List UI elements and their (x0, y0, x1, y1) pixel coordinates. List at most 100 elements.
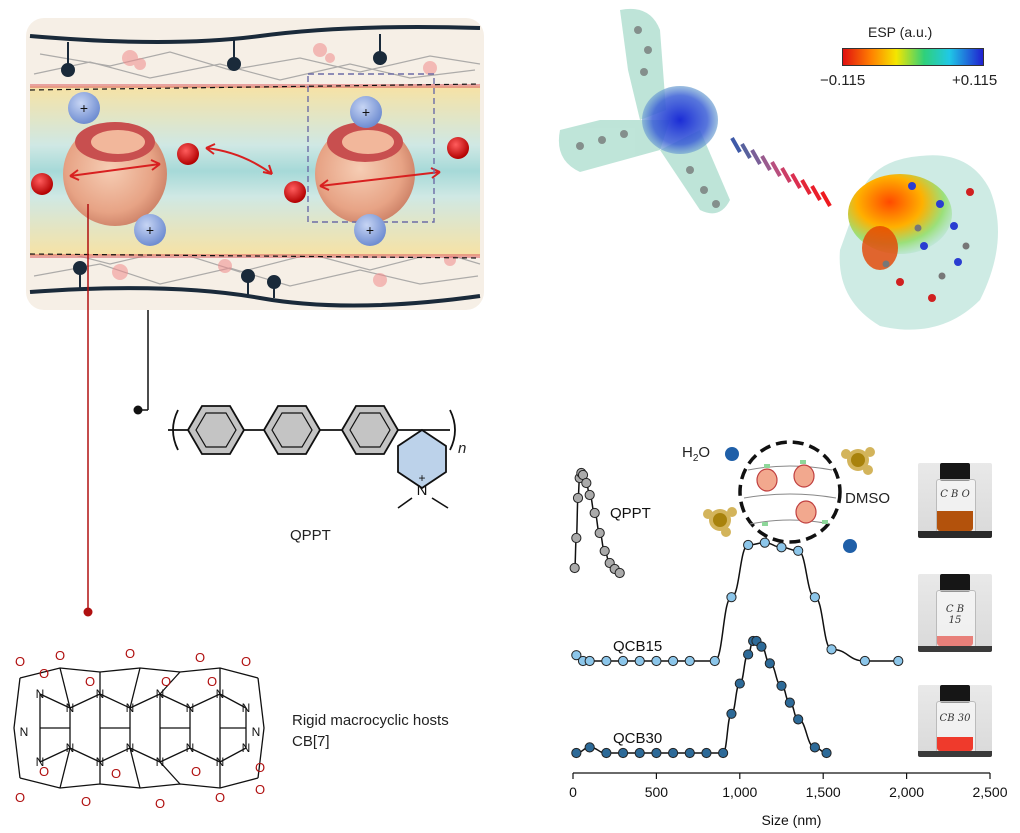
vial-cap (940, 685, 970, 703)
svg-text:N: N (252, 725, 261, 739)
svg-text:+: + (146, 222, 154, 238)
data-point (743, 539, 754, 551)
data-point (581, 477, 592, 489)
svg-text:O: O (125, 648, 135, 661)
svg-text:+: + (80, 100, 88, 116)
data-point (793, 545, 804, 556)
data-point (589, 507, 600, 519)
data-point (594, 527, 605, 539)
data-point (809, 592, 820, 603)
data-point (651, 747, 662, 759)
svg-text:N: N (66, 701, 75, 715)
vial-tag: C B O (940, 489, 970, 500)
vial-qppt: C B O (918, 463, 992, 538)
svg-text:N: N (36, 687, 45, 701)
vial-liquid (937, 511, 973, 531)
data-point (667, 655, 679, 667)
data-point (571, 650, 582, 661)
svg-text:O: O (111, 766, 121, 781)
svg-text:O: O (195, 650, 205, 665)
svg-text:O: O (207, 674, 217, 689)
x-tick-label: 2,500 (972, 784, 1007, 800)
data-point (651, 655, 662, 667)
water-label-o: O (698, 444, 711, 461)
svg-text:O: O (241, 654, 251, 669)
data-point (601, 747, 612, 759)
vial-cap (940, 463, 970, 481)
data-point (726, 708, 737, 719)
vial-tag: C B 15 (945, 604, 965, 626)
data-point (734, 678, 745, 689)
vial-tag: CB 30 (939, 713, 971, 724)
water-label-sub: 2 (692, 453, 699, 464)
vial-liquid (937, 737, 973, 751)
data-point (743, 649, 754, 660)
x-axis-label: Size (nm) (762, 812, 822, 828)
data-point (584, 742, 595, 753)
data-point (634, 655, 645, 667)
svg-text:N: N (36, 755, 45, 769)
data-point (756, 641, 767, 652)
series-label-qppt: QPPT (610, 505, 651, 522)
data-point (793, 714, 804, 725)
svg-text:N: N (96, 687, 105, 701)
data-point (701, 747, 712, 759)
svg-text:N: N (216, 687, 225, 701)
host-label-line2: CB[7] (292, 733, 330, 750)
data-point (569, 562, 580, 574)
data-point (584, 489, 595, 501)
data-point (784, 697, 795, 708)
data-point (809, 742, 820, 753)
svg-text:O: O (255, 760, 265, 775)
esp-molecules (558, 8, 998, 330)
data-point (599, 545, 610, 557)
repeat-unit-n: n (458, 440, 467, 457)
data-point (571, 532, 582, 544)
svg-text:O: O (55, 648, 65, 663)
data-point (709, 655, 720, 667)
data-point (718, 747, 729, 759)
data-point (776, 542, 787, 553)
series-label-qcb30: QCB30 (613, 730, 662, 747)
x-tick-label: 1,500 (806, 784, 841, 800)
data-point (614, 567, 625, 579)
data-point (584, 655, 595, 667)
qppt-structure-label: QPPT (290, 527, 331, 544)
data-point (859, 655, 870, 667)
svg-text:N: N (156, 687, 165, 701)
data-point (826, 644, 837, 655)
vial-qcb15: C B 15 (918, 574, 992, 652)
svg-text:N: N (156, 755, 165, 769)
data-point (776, 680, 787, 691)
data-point (764, 658, 775, 669)
esp-min-label: −0.115 (820, 72, 866, 89)
vial-cap (940, 574, 970, 592)
connector-lines (83, 204, 149, 617)
svg-text:N: N (126, 701, 135, 715)
vial-base (918, 531, 992, 538)
data-point (684, 747, 695, 759)
x-tick-label: 500 (645, 784, 669, 800)
data-point (617, 747, 629, 759)
svg-text:O: O (39, 666, 49, 681)
x-tick-label: 0 (569, 784, 577, 800)
svg-text:O: O (155, 796, 165, 811)
data-point (759, 537, 770, 548)
data-point (684, 655, 695, 667)
esp-colorbar (842, 48, 984, 66)
vial-qcb30: CB 30 (918, 685, 992, 757)
data-point (617, 655, 629, 667)
svg-text:O: O (39, 764, 49, 779)
svg-text:+: + (366, 222, 374, 238)
svg-text:O: O (161, 674, 171, 689)
svg-text:N: N (126, 741, 135, 755)
esp-colorbar-title: ESP (a.u.) (868, 24, 933, 40)
svg-text:N: N (66, 741, 75, 755)
svg-text:O: O (85, 674, 95, 689)
vial-base (918, 751, 992, 757)
series-line-qppt (573, 472, 620, 574)
data-point (634, 747, 645, 759)
x-tick-label: 1,000 (722, 784, 757, 800)
